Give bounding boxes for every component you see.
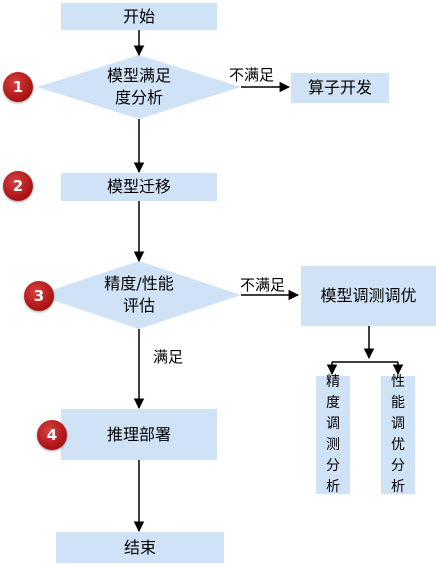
start-node: 开始: [61, 3, 217, 30]
model-tuning-label: 模型调测调优: [320, 286, 417, 306]
model-check-text: 模型满足 度分析: [79, 64, 199, 110]
deploy-node: 推理部署: [61, 409, 217, 460]
performance-analysis-node: 性 能 调 优 分 析: [381, 374, 415, 495]
model-check-line1: 模型满足: [106, 66, 171, 85]
start-label: 开始: [122, 6, 155, 26]
precision-char: 度: [326, 395, 340, 411]
edge-label-satisfied: 满足: [153, 348, 184, 366]
edge-label-not-satisfied-2: 不满足: [240, 276, 286, 294]
end-node: 结束: [56, 532, 224, 563]
model-tuning-node: 模型调测调优: [301, 266, 436, 326]
precision-char: 分: [326, 458, 340, 474]
step-badge-2: 2: [3, 171, 33, 201]
operator-dev-label: 算子开发: [307, 78, 372, 98]
precision-char: 测: [326, 437, 340, 453]
precision-char: 精: [326, 374, 340, 390]
performance-char: 优: [391, 437, 405, 453]
performance-char: 析: [391, 479, 405, 495]
performance-char: 性: [391, 374, 405, 390]
precision-char: 析: [326, 479, 340, 495]
precision-analysis-node: 精 度 调 测 分 析: [316, 374, 350, 495]
model-check-line2: 度分析: [114, 88, 163, 107]
step-badge-4: 4: [37, 420, 67, 450]
deploy-label: 推理部署: [106, 424, 171, 444]
perf-eval-diamond: [37, 261, 241, 329]
operator-dev-node: 算子开发: [291, 73, 389, 103]
step-badge-1: 1: [3, 72, 33, 102]
model-check-diamond: [37, 55, 241, 119]
model-migration-node: 模型迁移: [61, 173, 217, 201]
perf-eval-line2: 评估: [122, 296, 155, 315]
performance-char: 调: [391, 416, 405, 432]
precision-char: 调: [326, 416, 340, 432]
step-badge-3: 3: [24, 281, 54, 311]
perf-eval-text: 精度/性能 评估: [79, 272, 199, 318]
performance-char: 能: [391, 395, 405, 411]
model-migration-label: 模型迁移: [106, 177, 171, 197]
edge-label-not-satisfied-1: 不满足: [229, 66, 275, 84]
perf-eval-line1: 精度/性能: [104, 274, 174, 293]
performance-char: 分: [391, 458, 405, 474]
end-label: 结束: [123, 537, 156, 557]
